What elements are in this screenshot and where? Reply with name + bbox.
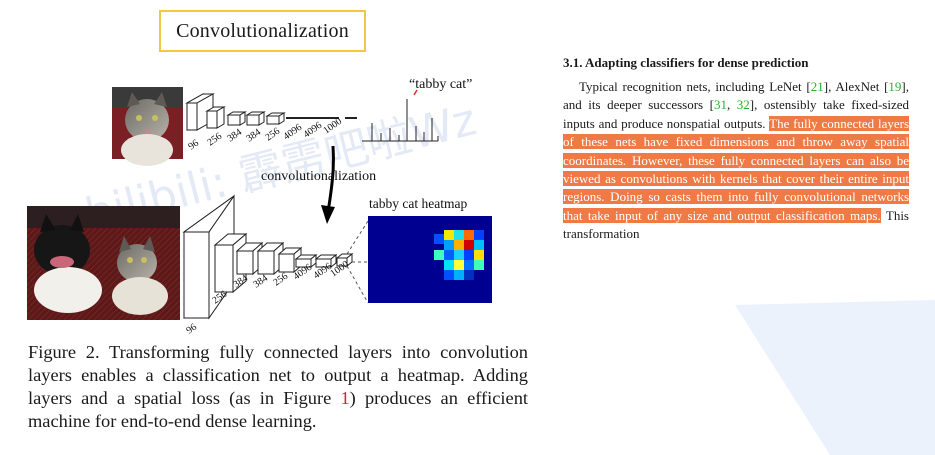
para-text: This transformation: [563, 207, 909, 242]
heatmap-connector: [346, 220, 369, 304]
citation-link[interactable]: 21: [810, 79, 824, 94]
watermark-shape: [735, 300, 935, 455]
arrow-label: convolutionalization: [261, 169, 376, 184]
para-text: Typical recognition nets, including LeNe…: [579, 79, 811, 94]
section-paragraph: Typical recognition nets, including LeNe…: [563, 78, 909, 244]
top-label: 384: [225, 127, 244, 145]
bottom-label: 384: [251, 273, 270, 291]
heatmap-title: tabby cat heatmap: [369, 196, 467, 211]
citation-link[interactable]: 32: [736, 97, 750, 113]
class-score-plot: [362, 89, 439, 142]
prediction-label: “tabby cat”: [409, 77, 472, 92]
down-arrow: [321, 145, 335, 224]
cat-photo-small: [112, 87, 183, 166]
caption-text-end: ) produces an efficient machine for end-…: [28, 388, 529, 431]
bottom-label: 96: [184, 322, 199, 337]
citation-link[interactable]: 31: [713, 97, 727, 113]
citation-link[interactable]: 19: [888, 79, 902, 94]
figure-caption: Figure 2. Transforming fully connected l…: [28, 341, 528, 433]
bottom-network: [182, 194, 354, 320]
heatmap: [368, 216, 492, 303]
caption-text: Figure 2. Transforming fully connected l…: [28, 342, 528, 408]
top-label: 384: [244, 127, 263, 145]
convolutionalization-title: Convolutionalization: [159, 10, 366, 52]
para-text: ], ostensibly take fixed-sized inputs an…: [563, 97, 909, 131]
section-heading: 3.1. Adapting classifiers for dense pred…: [563, 55, 809, 70]
top-network: [185, 93, 357, 131]
top-label: 256: [205, 131, 224, 149]
para-text: ], AlexNet [: [823, 79, 889, 94]
top-label: 96: [186, 138, 201, 153]
highlighted-text: The fully connected layers of these nets…: [563, 115, 909, 223]
para-text: ,: [726, 97, 737, 113]
figure-ref-link[interactable]: 1: [340, 388, 350, 408]
para-text: ], and its deeper successors [: [563, 79, 910, 113]
cat-photo-large: [27, 206, 180, 320]
